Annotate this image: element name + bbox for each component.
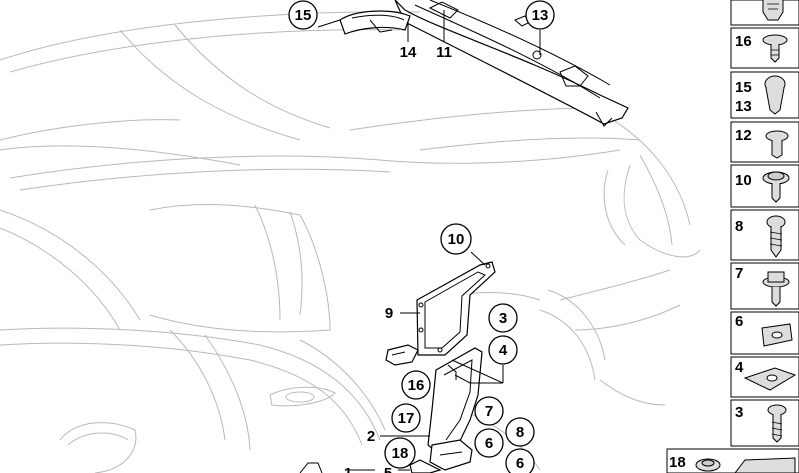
- callout-13-label: 13: [532, 7, 549, 24]
- sidebar-item-15-label: 15: [735, 79, 752, 96]
- sidebar-item-10-label: 10: [735, 172, 752, 189]
- label-11: 11: [436, 44, 452, 61]
- callout-6-lower[interactable]: 6: [505, 448, 535, 473]
- callout-18-label: 18: [392, 445, 409, 462]
- sidebar-item-6-label: 6: [735, 313, 743, 330]
- label-9: 9: [385, 305, 393, 322]
- callout-17[interactable]: 17: [391, 403, 421, 433]
- sidebar-item-3[interactable]: 3: [730, 399, 799, 447]
- clip-icon: [762, 0, 784, 21]
- side-panel-assembly: [385, 261, 496, 366]
- callout-6[interactable]: 6: [474, 428, 504, 458]
- callout-15-label: 15: [295, 7, 312, 24]
- sidebar-item-13-label: 13: [735, 98, 752, 115]
- sheet-screw-icon: [766, 215, 786, 258]
- sidebar-item-6[interactable]: 6: [730, 311, 799, 355]
- callout-15[interactable]: 15: [288, 0, 318, 30]
- callout-17-label: 17: [398, 410, 415, 427]
- callout-18[interactable]: 18: [384, 437, 416, 469]
- sidebar-item-clip[interactable]: [730, 0, 799, 26]
- lower-bracket: [299, 347, 483, 473]
- sidebar-item-4-label: 4: [735, 359, 744, 376]
- callout-7-label: 7: [485, 403, 493, 420]
- label-2: 2: [367, 428, 375, 445]
- callout-16-label: 16: [408, 377, 425, 394]
- washer-screw-icon: [762, 171, 790, 203]
- push-rivet-icon: [762, 34, 788, 63]
- callout-13[interactable]: 13: [525, 0, 555, 30]
- sidebar-item-3-label: 3: [735, 404, 743, 421]
- callout-4[interactable]: 4: [488, 335, 518, 365]
- callout-3-label: 3: [499, 310, 507, 327]
- sidebar-item-8[interactable]: 8: [730, 209, 799, 261]
- car-outline: [0, 11, 701, 473]
- sidebar-item-16[interactable]: 16: [730, 27, 799, 69]
- callout-7[interactable]: 7: [474, 396, 504, 426]
- leader-lines: [317, 10, 541, 471]
- fastener-sidebar: 16 15 13 12: [666, 0, 799, 473]
- sidebar-item-8-label: 8: [735, 218, 743, 235]
- sidebar-item-16-label: 16: [735, 33, 752, 50]
- sidebar-item-18-label: 18: [669, 454, 686, 471]
- sidebar-item-18[interactable]: 18: [666, 448, 799, 473]
- callout-10-label: 10: [448, 231, 465, 248]
- callout-3[interactable]: 3: [488, 303, 518, 333]
- sidebar-item-7-label: 7: [735, 265, 743, 282]
- expanding-rivet-icon: [764, 75, 786, 115]
- clip-nut-icon: [743, 367, 797, 391]
- plastic-rivet-icon: [765, 130, 789, 159]
- callout-16[interactable]: 16: [401, 370, 431, 400]
- callout-8[interactable]: 8: [505, 417, 535, 447]
- sidebar-item-4[interactable]: 4: [730, 356, 799, 398]
- callout-6-label: 6: [485, 435, 493, 452]
- rear-trim-assembly: [339, 0, 629, 127]
- label-5: 5: [384, 465, 392, 473]
- sidebar-item-10[interactable]: 10: [730, 164, 799, 208]
- sidebar-item-15-13[interactable]: 15 13: [730, 71, 799, 119]
- sidebar-item-12-label: 12: [735, 127, 752, 144]
- grommet-icon: [695, 457, 796, 473]
- sidebar-item-7[interactable]: 7: [730, 262, 799, 310]
- sidebar-item-12[interactable]: 12: [730, 121, 799, 163]
- callout-10[interactable]: 10: [440, 223, 472, 255]
- callout-4-label: 4: [499, 342, 508, 359]
- label-1: 1: [344, 465, 352, 473]
- callout-6-lower-label: 6: [516, 455, 524, 472]
- label-14: 14: [400, 44, 417, 61]
- callout-8-label: 8: [516, 424, 524, 441]
- bolt-icon: [767, 404, 787, 443]
- collar-screw-icon: [762, 271, 790, 307]
- spring-nut-icon: [761, 323, 793, 347]
